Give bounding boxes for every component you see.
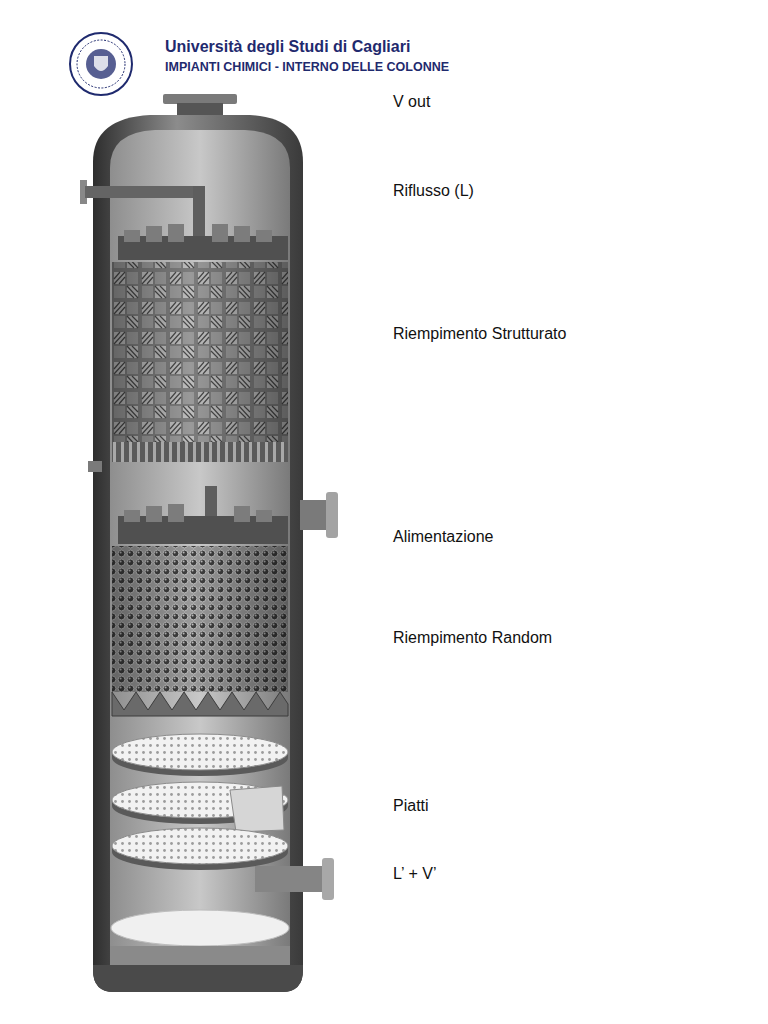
- distributor-troughs: [124, 224, 272, 242]
- reflux-distributor: [80, 180, 288, 260]
- packing-shading: [112, 262, 288, 442]
- liquid-sump: [111, 910, 289, 946]
- random-packing-shading: [112, 546, 288, 692]
- stream-label: L’ + V’: [393, 864, 436, 883]
- feed-distributor-troughs-part: [168, 504, 184, 522]
- feed-distributor-troughs-part: [124, 510, 140, 522]
- random-packing: [112, 546, 288, 716]
- downcomer: [230, 786, 284, 832]
- distributor-troughs-part: [146, 226, 162, 242]
- bottom-head: [93, 965, 303, 992]
- stream-label: Riflusso (L): [393, 181, 474, 200]
- shell-interior: [110, 130, 290, 965]
- feed-flange: [326, 492, 338, 538]
- feed-distributor-troughs-part: [146, 506, 162, 522]
- feed-distributor-troughs-part: [256, 510, 272, 522]
- packing-support-grid: [112, 442, 288, 462]
- feed-distributor-troughs-part: [234, 506, 250, 522]
- shell: [93, 115, 303, 992]
- stream-label: Alimentazione: [393, 527, 494, 546]
- bottom-flange: [322, 858, 334, 900]
- sieve-tray: [112, 828, 288, 864]
- logo-emblem: [86, 49, 116, 79]
- feed-distributor-troughs: [124, 504, 272, 522]
- random-packing-bed: [112, 546, 288, 692]
- logo-shield: [94, 56, 108, 71]
- title: Università degli Studi di Cagliari: [165, 37, 410, 56]
- stream-label: V out: [393, 92, 430, 111]
- distributor-troughs-part: [124, 230, 140, 242]
- feed-distributor: [118, 486, 338, 544]
- structured-packing-bed: [112, 262, 288, 442]
- distributor-troughs-part: [212, 224, 228, 242]
- logo-inner-ring: [77, 40, 125, 88]
- logo-ring: [70, 33, 132, 95]
- distributor-troughs-part: [168, 224, 184, 242]
- feed-nozzle: [300, 500, 328, 530]
- part-label: Riempimento Strutturato: [393, 324, 566, 343]
- top-flange: [163, 94, 237, 104]
- subtitle: IMPIANTI CHIMICI - INTERNO DELLE COLONNE: [165, 60, 449, 75]
- feed-downpipe: [205, 486, 217, 518]
- reflux-pipe: [85, 186, 205, 198]
- part-label: Riempimento Random: [393, 628, 552, 647]
- bottom-nozzle: [255, 866, 325, 892]
- distributor-troughs-part: [256, 230, 272, 242]
- distributor-troughs-part: [234, 226, 250, 242]
- part-label: Piatti: [393, 796, 429, 815]
- sieve-tray: [112, 734, 288, 770]
- column-shell: [93, 94, 303, 992]
- reflux-downpipe: [193, 186, 205, 236]
- structured-packing: [88, 262, 288, 472]
- packing-support-plate: [112, 692, 288, 716]
- side-nozzle: [88, 461, 102, 472]
- trays: [112, 734, 288, 870]
- column-bottom: [93, 858, 334, 992]
- university-logo: [70, 33, 132, 95]
- sump-wall: [110, 946, 290, 965]
